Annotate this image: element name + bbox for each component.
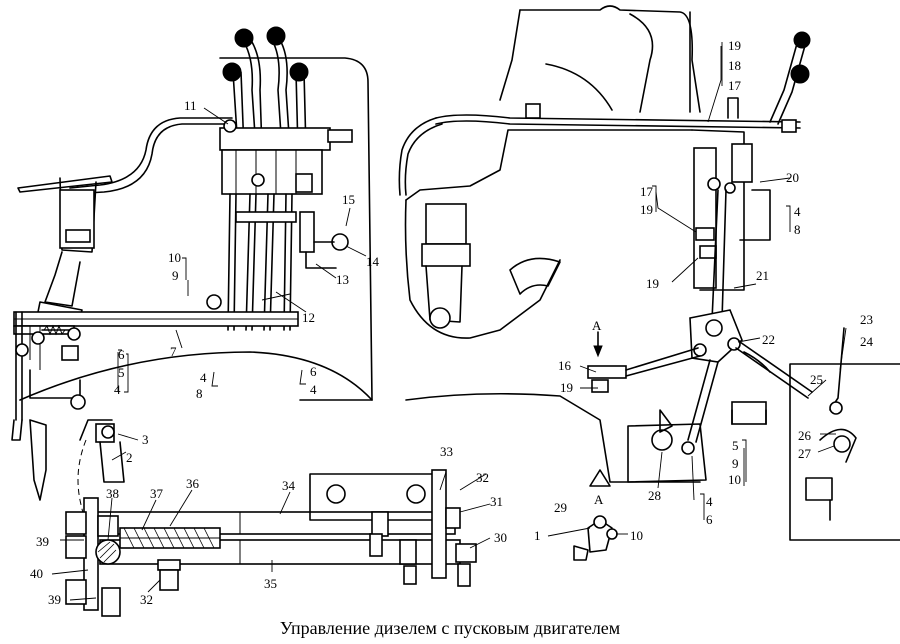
label-17: 17 <box>728 78 742 93</box>
label-6: 6 <box>310 364 317 379</box>
label-34: 34 <box>282 478 296 493</box>
part-labels: 1 2 3 4 4 4 4 4 5 5 6 6 6 7 8 8 9 9 10 1… <box>30 38 874 607</box>
label-16: 16 <box>558 358 572 373</box>
label-4: 4 <box>200 370 207 385</box>
label-29: 29 <box>554 500 567 515</box>
right-assembly <box>398 5 900 541</box>
label-1: 1 <box>534 528 541 543</box>
label-31: 31 <box>490 494 503 509</box>
label-11: 11 <box>184 98 197 113</box>
label-21: 21 <box>756 268 769 283</box>
label-3: 3 <box>142 432 149 447</box>
label-10: 10 <box>630 528 643 543</box>
label-7: 7 <box>170 344 177 359</box>
label-39: 39 <box>48 592 61 607</box>
label-9: 9 <box>172 268 179 283</box>
label-4: 4 <box>114 382 121 397</box>
view-a-label: А <box>594 492 604 507</box>
label-17: 17 <box>640 184 654 199</box>
label-35: 35 <box>264 576 277 591</box>
label-18: 18 <box>728 58 741 73</box>
lower-section-view <box>65 469 477 617</box>
label-19: 19 <box>640 202 653 217</box>
label-37: 37 <box>150 486 164 501</box>
label-6: 6 <box>118 347 125 362</box>
label-32: 32 <box>140 592 153 607</box>
label-12: 12 <box>302 310 315 325</box>
label-14: 14 <box>366 254 380 269</box>
label-24: 24 <box>860 334 874 349</box>
label-group-brackets <box>124 42 791 520</box>
label-39: 39 <box>36 534 49 549</box>
label-19: 19 <box>560 380 573 395</box>
view-a-label: А <box>592 318 602 333</box>
label-10: 10 <box>168 250 181 265</box>
label-4: 4 <box>706 494 713 509</box>
label-27: 27 <box>798 446 812 461</box>
label-19: 19 <box>646 276 659 291</box>
control-levers <box>222 26 309 151</box>
label-32: 32 <box>476 470 489 485</box>
view-a-arrow <box>593 331 603 358</box>
label-6: 6 <box>706 512 713 527</box>
label-20: 20 <box>786 170 799 185</box>
diagram-caption: Управление дизелем с пусковым двигателем <box>279 618 621 638</box>
leader-lines <box>51 46 847 601</box>
label-25: 25 <box>810 372 823 387</box>
label-30: 30 <box>494 530 507 545</box>
view-a-detail <box>573 469 618 561</box>
label-10: 10 <box>728 472 741 487</box>
label-15: 15 <box>342 192 355 207</box>
label-36: 36 <box>186 476 200 491</box>
label-23: 23 <box>860 312 873 327</box>
label-28: 28 <box>648 488 661 503</box>
label-4: 4 <box>310 382 317 397</box>
label-4: 4 <box>794 204 801 219</box>
label-2: 2 <box>126 450 133 465</box>
label-8: 8 <box>794 222 801 237</box>
label-5: 5 <box>118 365 125 380</box>
label-9: 9 <box>732 456 739 471</box>
label-26: 26 <box>798 428 812 443</box>
label-40: 40 <box>30 566 43 581</box>
label-8: 8 <box>196 386 203 401</box>
label-5: 5 <box>732 438 739 453</box>
label-22: 22 <box>762 332 775 347</box>
label-33: 33 <box>440 444 453 459</box>
label-13: 13 <box>336 272 349 287</box>
label-19: 19 <box>728 38 741 53</box>
left-assembly <box>11 26 373 549</box>
label-38: 38 <box>106 486 119 501</box>
